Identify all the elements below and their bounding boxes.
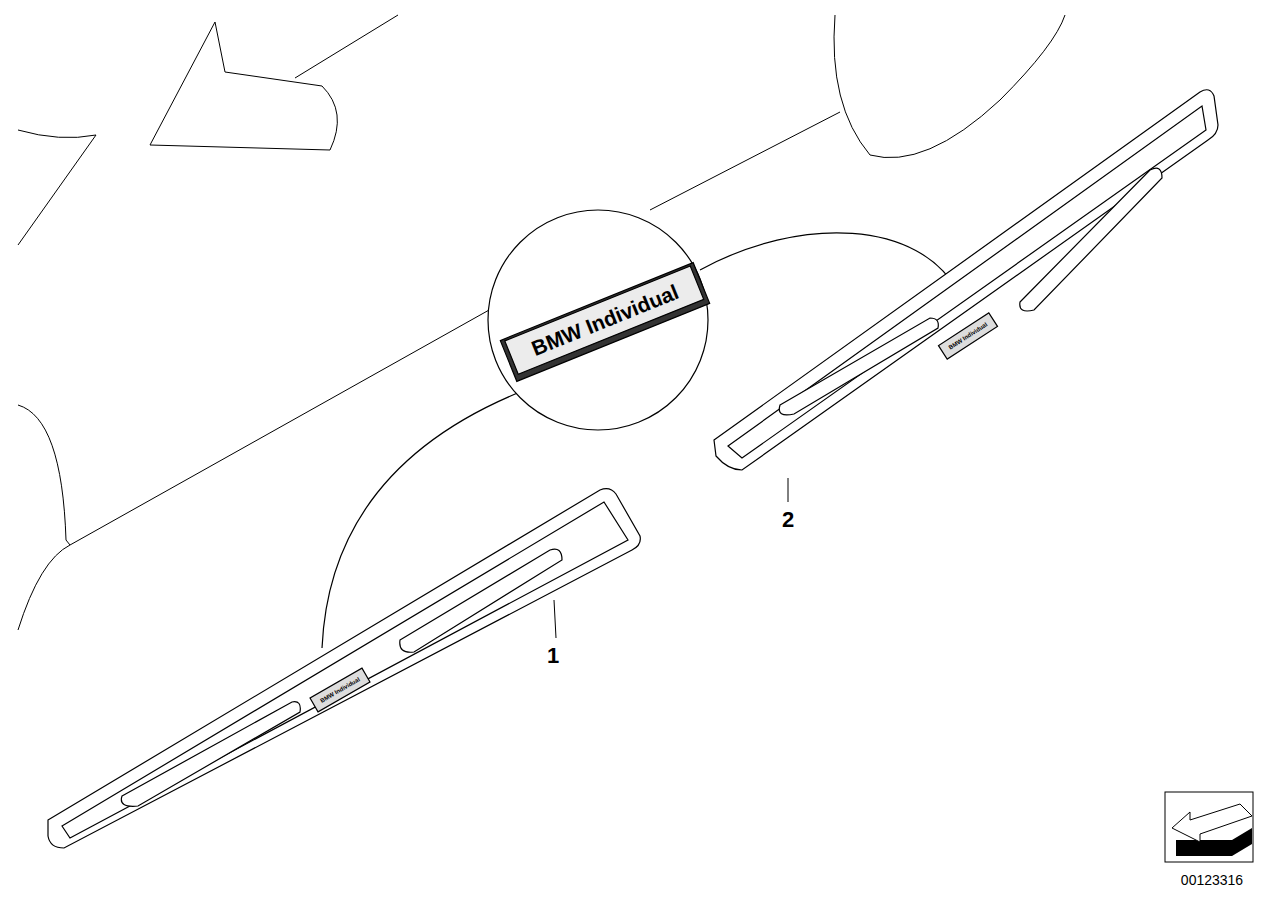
wheel-arch bbox=[834, 15, 1065, 158]
icon-frame bbox=[1165, 792, 1253, 862]
sill-inner-edge bbox=[62, 502, 628, 838]
icon-arrow bbox=[1172, 804, 1252, 842]
door-sill-1 bbox=[48, 489, 640, 848]
sill-outline bbox=[48, 489, 640, 848]
body-line bbox=[18, 130, 96, 245]
body-line bbox=[650, 112, 840, 210]
leader-line bbox=[554, 600, 556, 638]
sill-outline bbox=[714, 90, 1218, 470]
leader-line bbox=[788, 478, 789, 502]
badge-text: BMW Individual bbox=[948, 321, 989, 350]
body-line bbox=[295, 15, 398, 78]
diagram-number: 00123316 bbox=[1181, 873, 1243, 887]
sill-slot bbox=[1020, 168, 1162, 311]
mirror-outline bbox=[150, 22, 337, 150]
sill-inner-edge bbox=[728, 106, 1206, 458]
badge-plate bbox=[500, 263, 709, 382]
badge-text: BMW Individual bbox=[319, 676, 361, 704]
zoom-callout bbox=[322, 210, 958, 648]
badge-plate bbox=[938, 313, 997, 359]
door-sill-2 bbox=[714, 90, 1218, 470]
body-line bbox=[18, 545, 70, 630]
sill-slot bbox=[779, 318, 938, 415]
badge-plate bbox=[310, 668, 370, 712]
badge-plate bbox=[505, 266, 704, 374]
body-line bbox=[18, 305, 498, 545]
view-arrow-icon bbox=[1165, 792, 1253, 862]
zoom-arc bbox=[700, 233, 958, 292]
callout-number: 1 bbox=[547, 645, 559, 667]
leader-lines bbox=[554, 478, 788, 638]
zoom-circle bbox=[488, 210, 708, 430]
callout-number: 2 bbox=[782, 509, 794, 531]
sill-slot bbox=[400, 549, 562, 652]
sill-slot bbox=[121, 702, 300, 807]
badge-text: BMW Individual bbox=[529, 281, 682, 359]
